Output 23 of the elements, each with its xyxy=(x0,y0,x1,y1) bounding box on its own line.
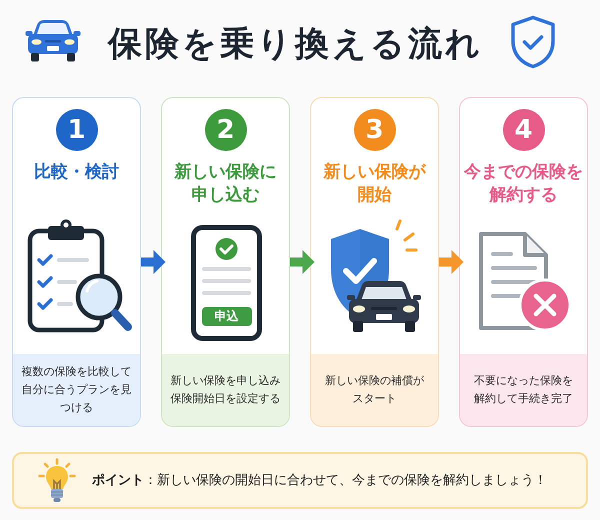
step-title: 今までの保険を解約する xyxy=(462,161,584,207)
tip-panel xyxy=(12,452,588,509)
step-number: 1 xyxy=(56,109,98,151)
arrow xyxy=(439,250,464,274)
step-card xyxy=(310,97,439,427)
step-title: 新しい保険に申し込む xyxy=(173,161,278,207)
step-description: 新しい保険の補償がスタート xyxy=(311,354,438,426)
step-number: 3 xyxy=(354,109,396,151)
apply-button: 申込 xyxy=(202,307,252,326)
arrow xyxy=(290,250,314,274)
step-number: 4 xyxy=(502,109,544,151)
step-title: 比較・検討 xyxy=(33,161,120,184)
step-card xyxy=(459,97,588,427)
step-description: 新しい保険を申し込み保険開始日を設定する xyxy=(162,354,289,426)
step-card xyxy=(12,97,141,427)
step-title: 新しい保険が開始 xyxy=(322,161,427,207)
arrow xyxy=(141,250,166,274)
step-number: 2 xyxy=(204,109,246,151)
step-card xyxy=(161,97,290,427)
step-description: 複数の保険を比較して自分に合うプランを見つける xyxy=(13,354,140,426)
page-title: 保険を乗り換える流れ xyxy=(108,23,483,66)
step-description: 不要になった保険を解約して手続き完了 xyxy=(460,354,587,426)
tip-text: ポイント：新しい保険の開始日に合わせて、今までの保険を解約しましょう！ xyxy=(92,472,547,490)
